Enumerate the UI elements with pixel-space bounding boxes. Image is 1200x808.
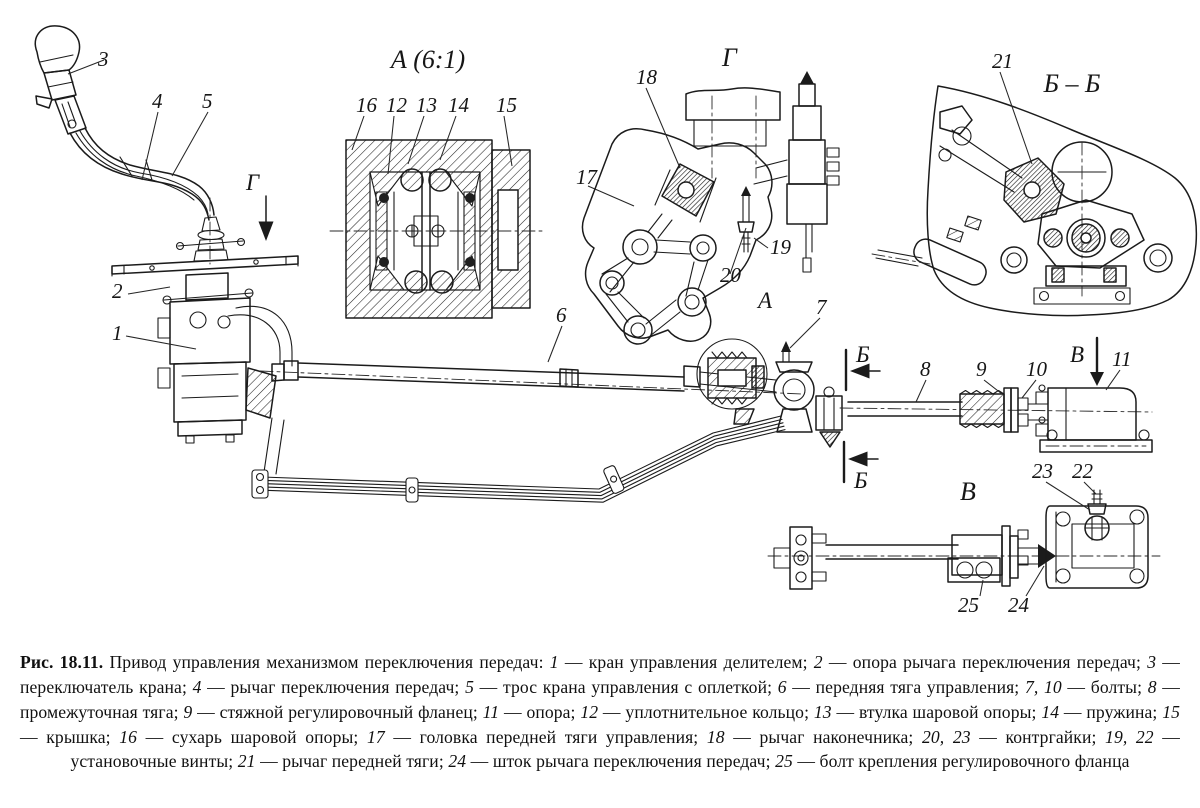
part-label-20: 20	[720, 263, 742, 287]
gear-shift-lever	[34, 25, 215, 221]
direction-arrow-v: В	[1070, 336, 1104, 386]
direction-arrow-g: Г	[245, 170, 274, 241]
part-label-9: 9	[976, 357, 987, 381]
section-bb-view	[871, 85, 1198, 317]
view-g-title: Г	[721, 43, 738, 72]
view-g	[581, 71, 840, 345]
figure-caption: Рис. 18.11. Привод управления механизмом…	[20, 651, 1181, 772]
part-label-6: 6	[556, 303, 567, 327]
figure-diagram: Г	[34, 25, 1198, 617]
part-label-15: 15	[496, 93, 517, 117]
detail-a-title: А	[756, 288, 773, 313]
section-b-upper-label: Б	[855, 342, 870, 367]
section-marks-b: Б Б	[842, 342, 881, 493]
part-label-14: 14	[448, 93, 470, 117]
part-label-5: 5	[202, 89, 213, 113]
part-label-23: 23	[1032, 459, 1053, 483]
direction-g-label: Г	[245, 170, 260, 195]
leader-lines	[67, 59, 1121, 597]
part-label-17: 17	[576, 165, 599, 189]
section-a61-title: А (6:1)	[389, 45, 465, 74]
part-label-13: 13	[416, 93, 437, 117]
intermediate-rod-and-support	[839, 384, 1153, 453]
section-b-lower-label: Б	[853, 468, 868, 493]
part-label-8: 8	[920, 357, 931, 381]
section-a61-view	[329, 139, 545, 319]
view-v	[767, 489, 1161, 590]
view-v-title: В	[960, 477, 976, 506]
part-label-22: 22	[1072, 459, 1094, 483]
part-label-21: 21	[992, 49, 1013, 73]
ball-joint	[773, 341, 843, 448]
part-label-12: 12	[386, 93, 408, 117]
part-label-18: 18	[636, 65, 658, 89]
part-label-4: 4	[152, 89, 163, 113]
part-label-2: 2	[112, 279, 123, 303]
part-label-11: 11	[1112, 347, 1131, 371]
part-label-1: 1	[112, 321, 123, 345]
part-label-16: 16	[356, 93, 378, 117]
view-titles: А (6:1) Г Б – Б А В	[389, 43, 1101, 506]
part-label-3: 3	[97, 47, 109, 71]
part-label-19: 19	[770, 235, 792, 259]
direction-v-label: В	[1070, 342, 1084, 367]
section-bb-title: Б – Б	[1043, 69, 1101, 98]
part-label-10: 10	[1026, 357, 1048, 381]
part-label-24: 24	[1008, 593, 1030, 617]
part-label-7: 7	[816, 295, 828, 319]
control-cable-bundle	[251, 415, 786, 503]
lever-base-stud	[175, 197, 246, 265]
part-number-labels: 3 4 5 2 1 16 12 13 14 15 18 17 19 20 21 …	[97, 47, 1131, 617]
part-label-25: 25	[958, 593, 979, 617]
lever-support-and-valve	[111, 255, 299, 444]
detail-a-circle	[696, 338, 768, 425]
